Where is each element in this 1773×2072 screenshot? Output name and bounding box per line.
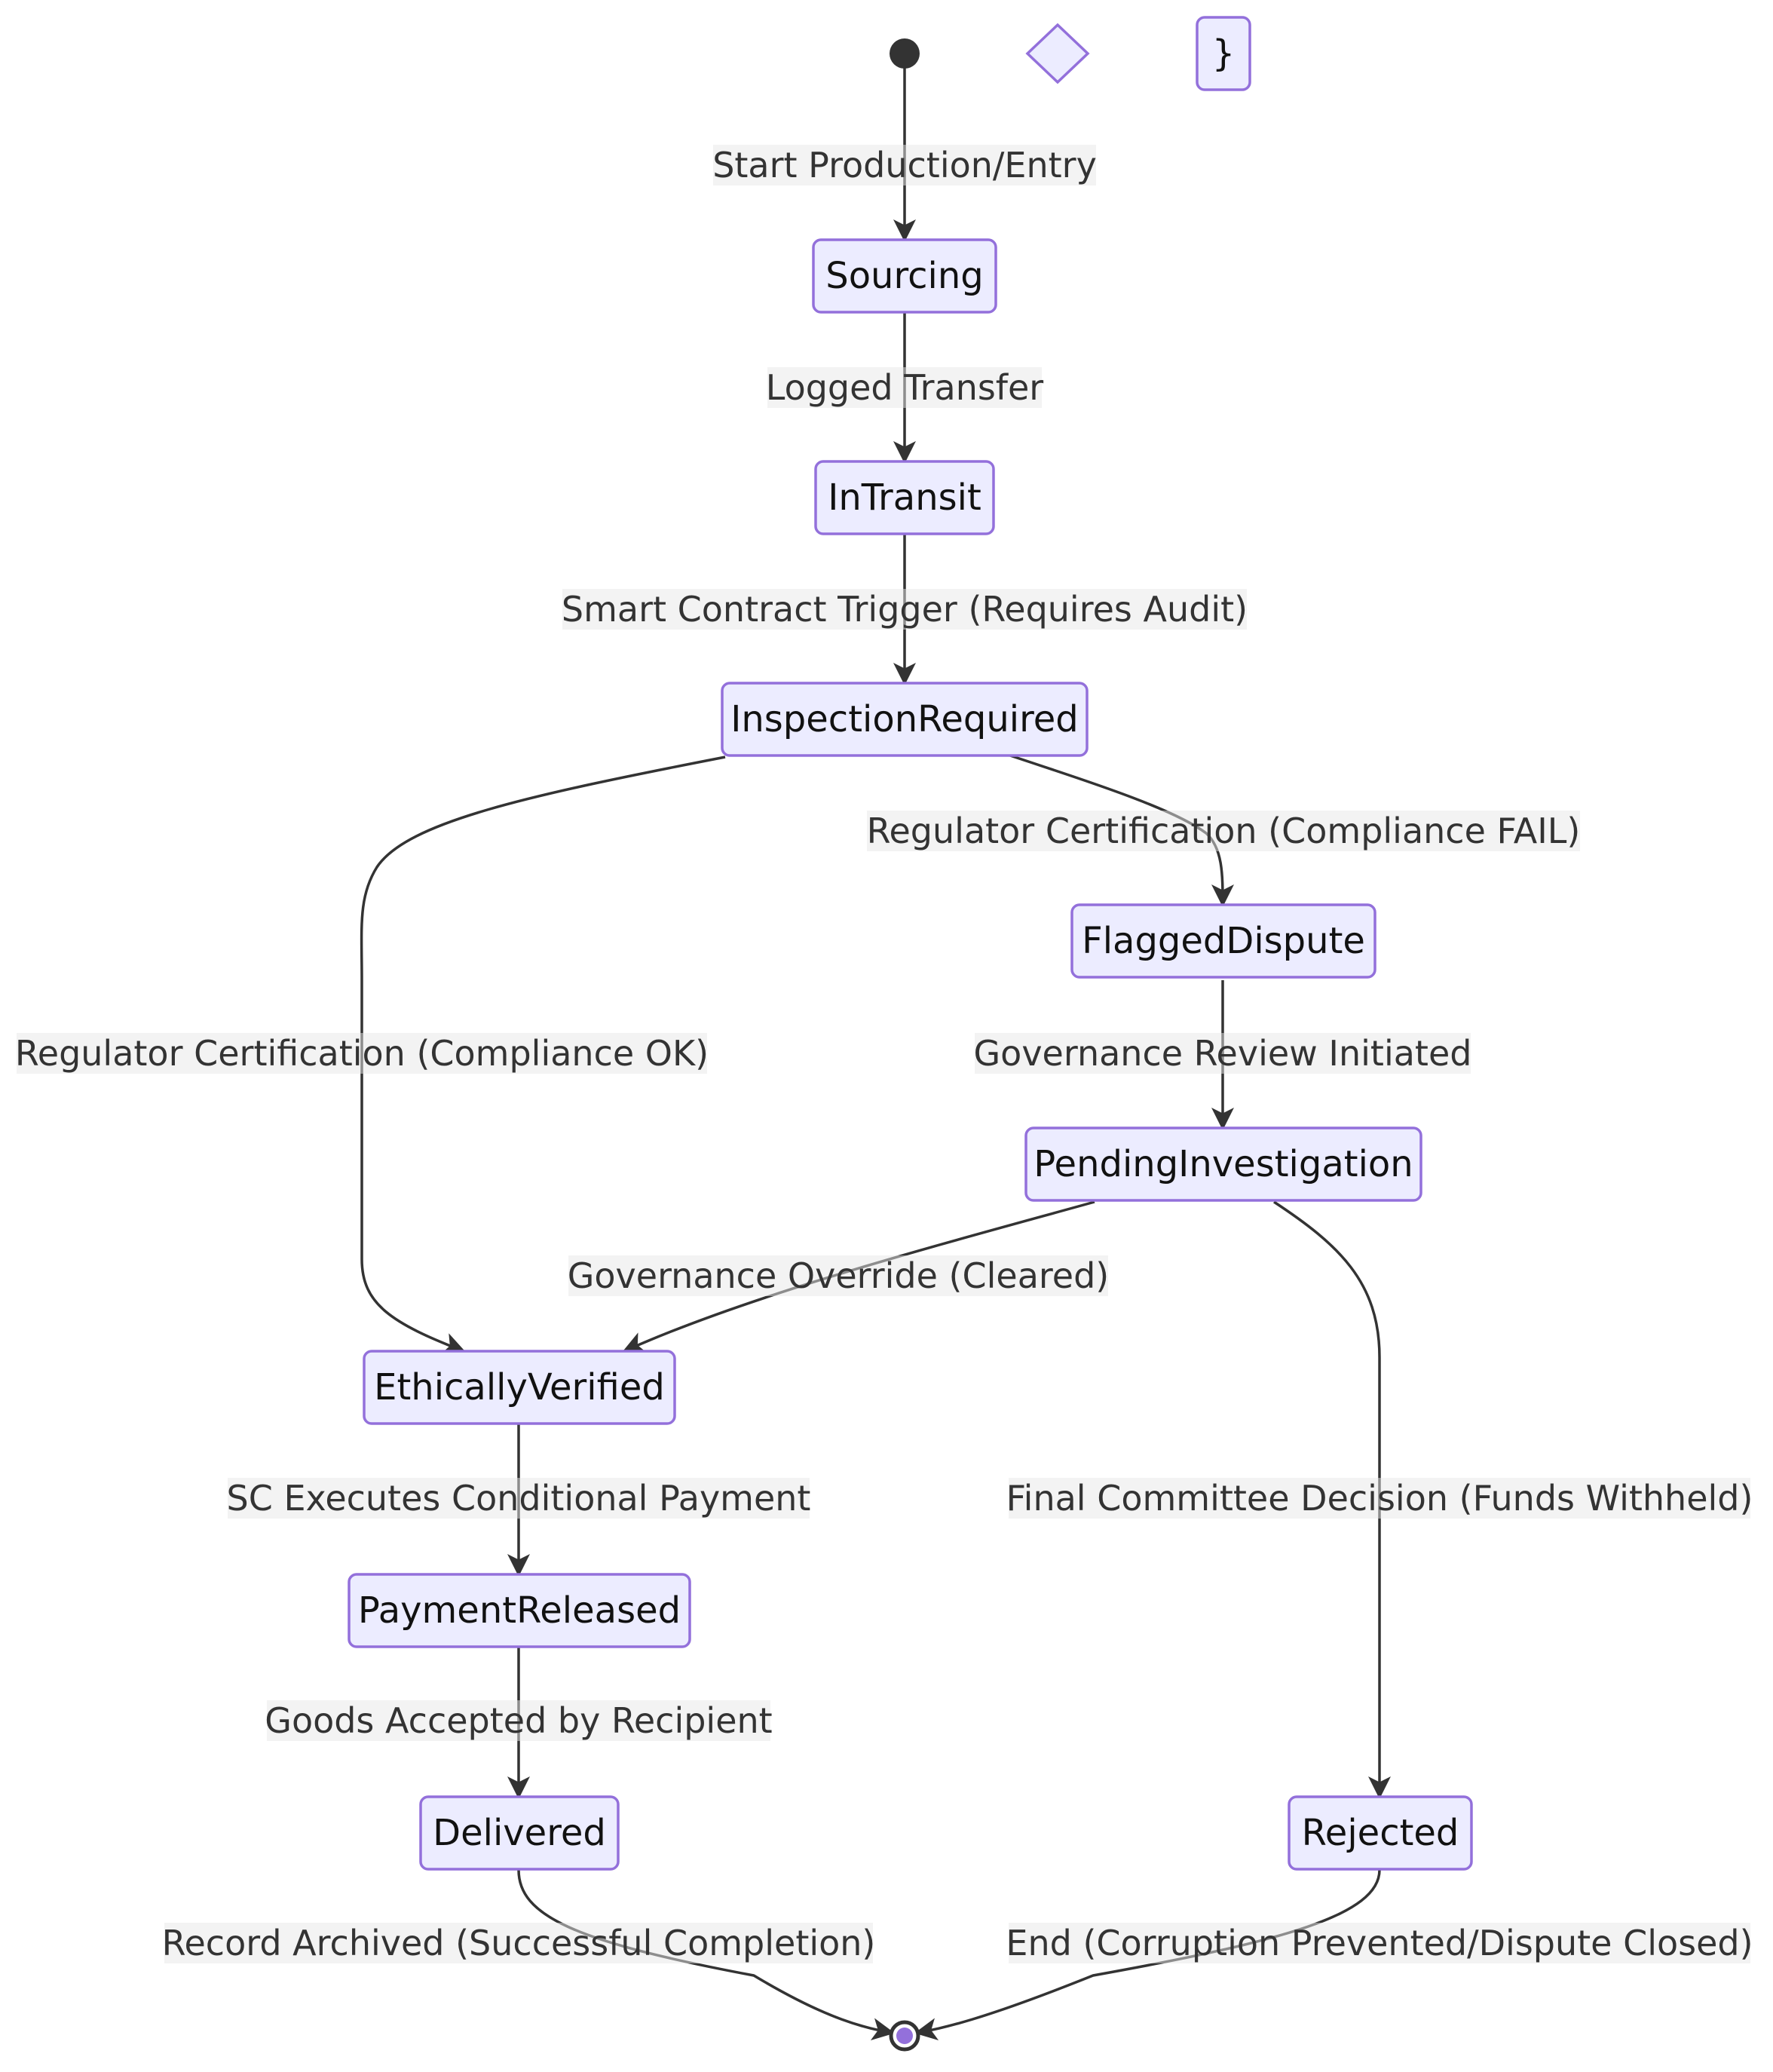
label-verified-to-payment-text: SC Executes Conditional Payment bbox=[227, 1478, 811, 1519]
label-rejected-to-end-text: End (Corruption Prevented/Dispute Closed… bbox=[1006, 1923, 1753, 1963]
label-sourcing-to-transit-text: Logged Transfer bbox=[766, 367, 1044, 408]
label-flagged-to-pending-text: Governance Review Initiated bbox=[974, 1033, 1472, 1074]
state-pending-investigation[interactable]: PendingInvestigation bbox=[1024, 1126, 1422, 1202]
state-inspection-required-label: InspectionRequired bbox=[730, 698, 1079, 740]
label-transit-to-inspection-text: Smart Contract Trigger (Requires Audit) bbox=[562, 589, 1248, 630]
state-pending-investigation-label: PendingInvestigation bbox=[1033, 1143, 1413, 1185]
state-sourcing[interactable]: Sourcing bbox=[812, 238, 997, 314]
brace-node: } bbox=[1196, 16, 1251, 91]
state-payment-released[interactable]: PaymentReleased bbox=[348, 1573, 691, 1648]
edge-labels: Start Production/Entry Logged Transfer S… bbox=[15, 145, 1753, 1963]
label-sourcing-to-transit: Logged Transfer bbox=[766, 367, 1044, 408]
state-ethically-verified[interactable]: EthicallyVerified bbox=[363, 1350, 676, 1425]
label-rejected-to-end: End (Corruption Prevented/Dispute Closed… bbox=[1006, 1923, 1753, 1963]
label-payment-to-delivered-text: Goods Accepted by Recipient bbox=[265, 1700, 772, 1741]
edge-rejected-to-end bbox=[914, 1869, 1381, 2041]
state-in-transit[interactable]: InTransit bbox=[814, 460, 995, 535]
label-pending-to-verified: Governance Override (Cleared) bbox=[568, 1255, 1109, 1296]
state-payment-released-label: PaymentReleased bbox=[358, 1589, 681, 1632]
state-in-transit-label: InTransit bbox=[828, 477, 981, 519]
state-flagged-dispute-label: FlaggedDispute bbox=[1082, 920, 1365, 962]
label-start-to-sourcing-text: Start Production/Entry bbox=[712, 145, 1097, 185]
edge-delivered-to-end bbox=[517, 1869, 895, 2041]
label-pending-to-rejected: Final Committee Decision (Funds Withheld… bbox=[1006, 1478, 1753, 1519]
label-inspection-to-verified: Regulator Certification (Compliance OK) bbox=[15, 1033, 709, 1074]
state-inspection-required[interactable]: InspectionRequired bbox=[721, 682, 1089, 757]
state-rejected[interactable]: Rejected bbox=[1288, 1795, 1473, 1871]
edge-inspection-to-verified bbox=[360, 756, 726, 1355]
label-verified-to-payment: SC Executes Conditional Payment bbox=[227, 1478, 811, 1519]
label-transit-to-inspection: Smart Contract Trigger (Requires Audit) bbox=[562, 589, 1248, 630]
state-delivered-label: Delivered bbox=[433, 1812, 606, 1854]
edge-pending-to-rejected bbox=[1273, 1200, 1391, 1799]
state-flagged-dispute[interactable]: FlaggedDispute bbox=[1070, 903, 1376, 979]
choice-diamond-icon bbox=[1025, 23, 1090, 84]
label-inspection-to-flagged-text: Regulator Certification (Compliance FAIL… bbox=[867, 811, 1581, 851]
state-ethically-verified-label: EthicallyVerified bbox=[374, 1366, 665, 1408]
brace-node-text: } bbox=[1212, 32, 1236, 75]
state-rejected-label: Rejected bbox=[1302, 1812, 1459, 1854]
state-delivered[interactable]: Delivered bbox=[419, 1795, 620, 1871]
label-pending-to-rejected-text: Final Committee Decision (Funds Withheld… bbox=[1006, 1478, 1753, 1519]
label-delivered-to-end: Record Archived (Successful Completion) bbox=[162, 1923, 876, 1963]
label-inspection-to-flagged: Regulator Certification (Compliance FAIL… bbox=[867, 811, 1581, 851]
label-inspection-to-verified-text: Regulator Certification (Compliance OK) bbox=[15, 1033, 709, 1074]
label-start-to-sourcing: Start Production/Entry bbox=[712, 145, 1097, 185]
start-state-icon bbox=[890, 38, 920, 69]
end-state-icon bbox=[889, 2020, 920, 2052]
label-pending-to-verified-text: Governance Override (Cleared) bbox=[568, 1255, 1109, 1296]
state-sourcing-label: Sourcing bbox=[825, 255, 984, 297]
label-flagged-to-pending: Governance Review Initiated bbox=[974, 1033, 1472, 1074]
label-payment-to-delivered: Goods Accepted by Recipient bbox=[265, 1700, 773, 1741]
label-delivered-to-end-text: Record Archived (Successful Completion) bbox=[162, 1923, 876, 1963]
